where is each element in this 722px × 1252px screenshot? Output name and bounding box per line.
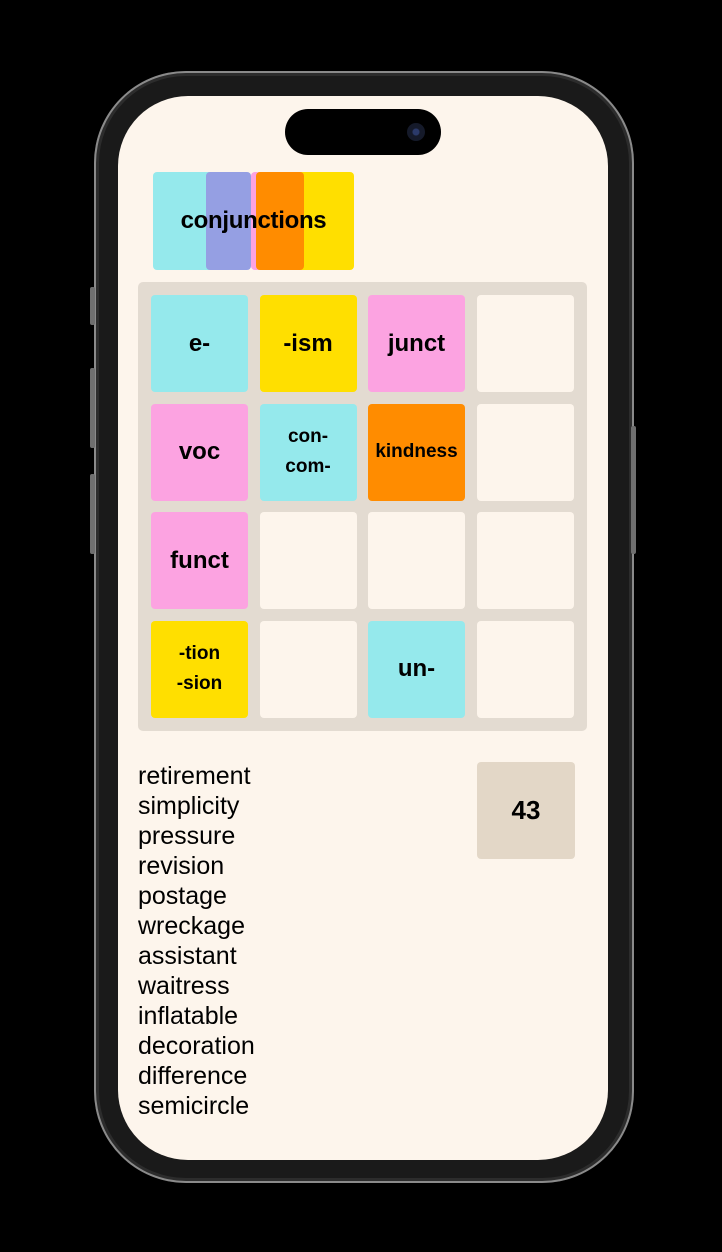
board-tile[interactable]: -tion -sion [151,620,248,718]
found-word: revision [138,852,225,880]
action-button [90,287,95,325]
empty-board-cell[interactable] [476,620,574,718]
header-strip-orange [256,172,304,270]
board-tile[interactable]: junct [368,295,465,392]
score-box: 43 [477,762,575,859]
found-word: difference [138,1062,248,1090]
empty-board-cell[interactable] [259,620,357,718]
board-tile[interactable]: con-com- [259,403,357,501]
volume-down-button [90,474,95,554]
board-tile[interactable]: un- [368,620,465,718]
empty-board-cell[interactable] [368,512,465,609]
volume-up-button [90,368,95,448]
found-word: simplicity [138,792,240,820]
tile-line: -sion [176,673,223,694]
empty-board-cell[interactable] [259,512,357,609]
found-word: postage [138,882,227,910]
tile-line: com- [285,456,331,477]
found-word: assistant [138,942,237,970]
dynamic-island [285,109,441,155]
board-tile[interactable]: funct [151,512,248,609]
tile-line: con- [287,426,329,447]
board-tile[interactable]: -ism [259,295,357,392]
tile-line: -tion [178,643,221,664]
empty-board-cell[interactable] [476,403,574,501]
header-strip-purple [206,172,251,270]
current-word: conjunctions [180,207,327,234]
found-word: wreckage [138,912,245,940]
power-button [631,426,636,554]
board-tile[interactable]: e- [151,295,248,392]
found-word: inflatable [138,1002,239,1030]
camera-icon [407,123,425,141]
found-word: retirement [138,762,251,790]
found-word: semicircle [138,1092,250,1120]
board-tile[interactable]: voc [151,403,248,501]
board-tile[interactable]: kindness [368,403,465,501]
empty-board-cell[interactable] [476,295,574,392]
found-word: waitress [138,972,230,1000]
found-word: pressure [138,822,236,850]
found-word: decoration [138,1032,255,1060]
current-word-header [153,172,354,270]
empty-board-cell[interactable] [476,512,574,609]
